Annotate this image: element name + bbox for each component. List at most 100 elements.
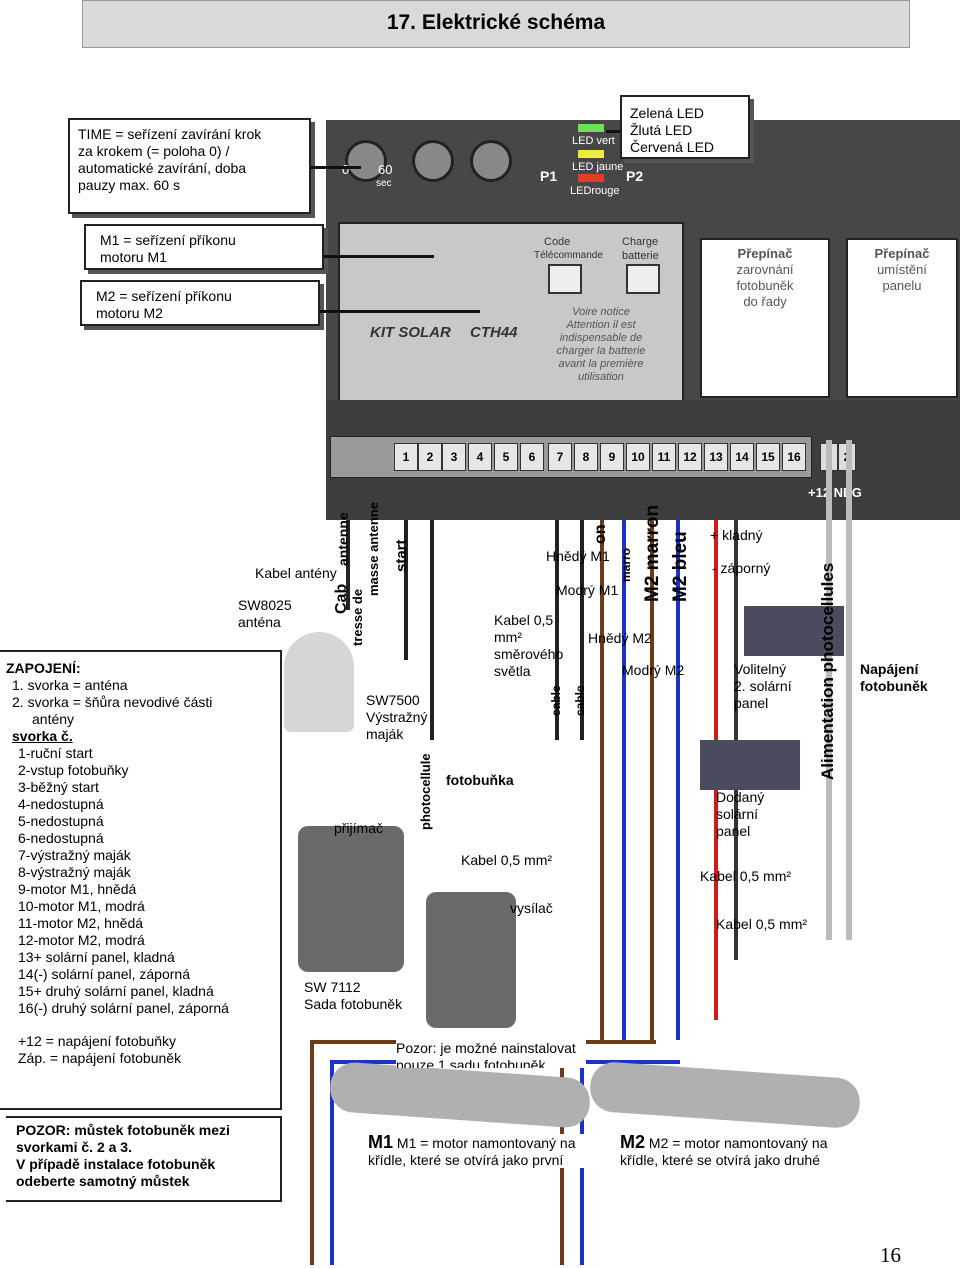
terminal-desc: 13+ solární panel, kladná	[18, 949, 175, 965]
warning-line: POZOR: můstek fotobuněk mezi	[16, 1122, 230, 1138]
minus-label: - záporný	[712, 560, 771, 576]
wire-antenna	[346, 520, 350, 610]
terminal-7: 7	[548, 443, 572, 471]
time-callout: TIME = seřízení zavírání krok za krokem …	[68, 118, 311, 214]
m2-line: M2 = seřízení příkonu	[96, 288, 232, 304]
terminal-5: 5	[494, 443, 518, 471]
terminal-2: 2	[418, 443, 442, 471]
m2-line: motoru M2	[96, 305, 163, 321]
pozor-line: Pozor: je možné nainstalovat	[396, 1040, 576, 1056]
m2-note: M2 M2 = motor namontovaný na křídle, kte…	[620, 1134, 840, 1168]
align-line: fotobuněk	[736, 278, 794, 293]
wire-m1-brown	[600, 520, 604, 1040]
knob-m1	[412, 140, 454, 182]
light-cable-label-2: mm²	[494, 629, 522, 645]
sw7500-label-3: maják	[366, 726, 404, 742]
neg-label: +12 NEG	[808, 485, 862, 500]
power-desc: +12 = napájení fotobuňky	[18, 1033, 177, 1049]
supplied-panel-label-2: solární	[716, 806, 759, 822]
terminal-desc: 12-motor M2, modrá	[18, 932, 145, 948]
light-cable-label-1: Kabel 0,5	[494, 612, 554, 628]
board-p2-button	[626, 264, 660, 294]
m1-note-line: M1 M1 = motor namontovaný na	[368, 1134, 576, 1152]
led-green	[578, 124, 604, 132]
wire-bottom-blue-left-v	[330, 1060, 334, 1265]
vlabel-m2-marron: M2 marron	[642, 504, 663, 602]
vlabel-on: on	[592, 524, 609, 544]
led-vert-label: LED vert	[572, 135, 615, 147]
panel-line: panelu	[882, 278, 922, 293]
led-yellow	[578, 150, 604, 158]
sw7500-label-1: SW7500	[366, 692, 420, 708]
vlabel-alimentation: Alimentation photocellules	[818, 562, 837, 780]
terminal-8: 8	[574, 443, 598, 471]
terminal-desc: 4-nedostupná	[18, 796, 104, 812]
page-number: 16	[880, 1243, 901, 1267]
terminal-16: 16	[782, 443, 806, 471]
sw7112-label-1: SW 7112	[304, 979, 361, 995]
connection-item: 1. svorka = anténa	[12, 677, 128, 693]
page-title: 17. Elektrické schéma	[82, 0, 910, 48]
board-tele-label: Télécommande	[534, 250, 603, 261]
pozor-line: pouze 1 sadu fotobuněk	[396, 1057, 546, 1068]
cable-05-label-a: Kabel 0,5 mm²	[461, 852, 553, 868]
warning-line: odeberte samotný můstek	[16, 1173, 190, 1189]
terminal-15: 15	[756, 443, 780, 471]
board-batterie-label: batterie	[622, 250, 659, 262]
panel-line: umístění	[877, 262, 927, 277]
supplied-panel-label-3: panel	[716, 823, 751, 839]
callout-line-m1	[324, 255, 434, 258]
switch-align-callout: Přepínač zarovnání fotobuněk do řady	[700, 238, 830, 398]
terminal-9: 9	[600, 443, 624, 471]
vlabel-cable-2: cable	[573, 685, 587, 716]
sw7112-label-2: Sada fotobuněk	[304, 996, 403, 1012]
terminal-desc: 7-výstražný maják	[18, 847, 131, 863]
time-line: automatické zavírání, doba	[78, 160, 247, 176]
wire-m1-blue	[622, 520, 626, 1040]
blue-m1-label: Modrý M1	[556, 582, 619, 598]
terminal-12: 12	[678, 443, 702, 471]
board-charge-label: Charge	[622, 236, 659, 248]
light-cable-label-3: směrového	[494, 646, 564, 662]
m2-note-line: křídle, které se otvírá jako druhé	[620, 1152, 820, 1168]
notice-line: avant la première	[558, 358, 644, 370]
knob-label-60: 60	[378, 162, 393, 177]
blue-m2-label: Modrý M2	[622, 662, 685, 678]
supplied-panel-label-1: Dodaný	[716, 789, 765, 805]
brown-m2-label: Hnědý M2	[588, 630, 652, 646]
m2-note-text: M2 = motor namontovaný na	[648, 1135, 828, 1151]
warning-line: V případě instalace fotobuněk	[16, 1156, 216, 1172]
sw8025-label-2: anténa	[238, 614, 281, 630]
photo-power-label-2: fotobuněk	[860, 678, 928, 694]
wire-bottom-blue-right	[580, 1060, 680, 1064]
terminal-10: 10	[626, 443, 650, 471]
model-label: CTH44	[470, 324, 518, 341]
motor-m2	[588, 1060, 862, 1130]
time-line: TIME = seřízení zavírání krok	[78, 126, 262, 142]
notice-line: Attention il est	[566, 319, 636, 331]
optional-panel-label-1: Volitelný	[734, 661, 787, 677]
callout-line-led	[606, 130, 620, 133]
m1-line: motoru M1	[100, 249, 167, 265]
wire-m2-blue	[676, 520, 680, 1040]
led-line: Červená LED	[630, 139, 715, 155]
callout-line-time	[311, 166, 361, 169]
vlabel-masse-antenne: masse antenne	[366, 502, 381, 596]
wire-photo-power-2	[846, 440, 852, 940]
m1-note-text: M1 = motor namontovaný na	[396, 1135, 576, 1151]
time-line: za krokem (= poloha 0) /	[78, 143, 230, 159]
solar-panel-optional	[744, 606, 844, 656]
vlabel-cab: Cab	[333, 583, 350, 614]
switch-panel-callout: Přepínač umístění panelu	[846, 238, 958, 398]
pozor-note: Pozor: je možné nainstalovat pouze 1 sad…	[396, 1040, 586, 1068]
vlabel-cable-1: cable	[549, 685, 563, 716]
knob-label-0: 0	[342, 162, 350, 177]
led-line: Žlutá LED	[630, 122, 693, 138]
wire-bottom-brown-left-v	[310, 1040, 314, 1265]
terminal-desc: 14(-) solární panel, záporná	[18, 966, 190, 982]
terminal-3: 3	[442, 443, 466, 471]
solar-panel-supplied	[700, 740, 800, 790]
svorka-heading: svorka č.	[12, 728, 73, 744]
terminal-desc: 16(-) druhý solární panel, záporná	[18, 1000, 229, 1016]
optional-panel-label-3: panel	[734, 695, 769, 711]
